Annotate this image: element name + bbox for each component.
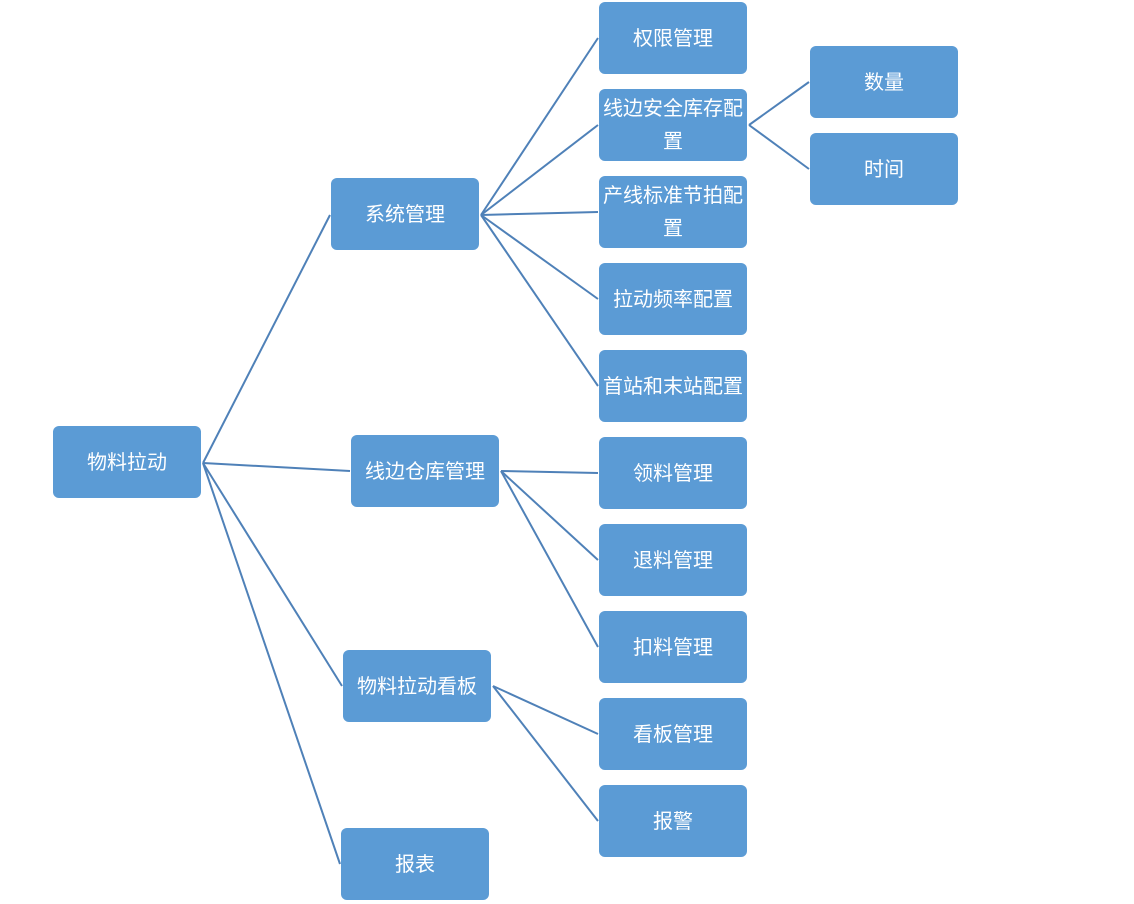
node-safety-stock-config: 线边安全库存配置 bbox=[599, 89, 747, 161]
node-requisition-management: 领料管理 bbox=[599, 437, 747, 509]
node-pull-frequency-config: 拉动频率配置 bbox=[599, 263, 747, 335]
edge-system-permission bbox=[480, 37, 599, 216]
node-system-management: 系统管理 bbox=[331, 178, 479, 250]
node-warehouse-management: 线边仓库管理 bbox=[351, 435, 499, 507]
node-kanban: 物料拉动看板 bbox=[343, 650, 491, 722]
edge-root-warehouse bbox=[202, 462, 351, 472]
node-deduction-management: 扣料管理 bbox=[599, 611, 747, 683]
node-time: 时间 bbox=[810, 133, 958, 205]
edge-system-takt bbox=[480, 211, 599, 216]
node-board-management: 看板管理 bbox=[599, 698, 747, 770]
edge-system-pull-freq bbox=[480, 214, 599, 300]
edge-root-kanban bbox=[202, 462, 343, 687]
edge-kanban-board bbox=[492, 685, 599, 735]
node-takt-config: 产线标准节拍配置 bbox=[599, 176, 747, 248]
edge-root-report bbox=[202, 462, 341, 865]
edge-safety-quantity bbox=[748, 81, 810, 126]
node-alarm: 报警 bbox=[599, 785, 747, 857]
edge-system-station bbox=[480, 214, 599, 387]
node-permission-management: 权限管理 bbox=[599, 2, 747, 74]
node-root: 物料拉动 bbox=[53, 426, 201, 498]
edge-warehouse-requisition bbox=[500, 470, 599, 474]
node-station-config: 首站和末站配置 bbox=[599, 350, 747, 422]
edge-kanban-alarm bbox=[492, 685, 599, 822]
node-return-management: 退料管理 bbox=[599, 524, 747, 596]
node-report: 报表 bbox=[341, 828, 489, 900]
edge-system-safety-stock bbox=[480, 124, 599, 216]
edge-root-system bbox=[202, 214, 331, 464]
edge-safety-time bbox=[748, 124, 810, 170]
edge-warehouse-return bbox=[500, 470, 599, 561]
edge-warehouse-deduction bbox=[500, 470, 599, 648]
node-quantity: 数量 bbox=[810, 46, 958, 118]
